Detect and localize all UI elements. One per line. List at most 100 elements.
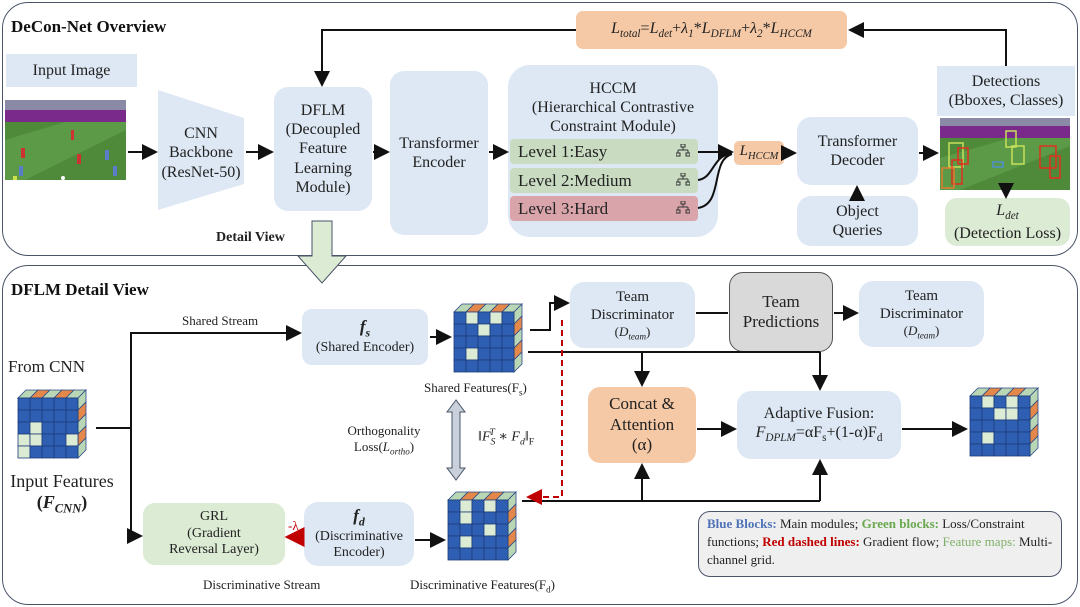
cube-front-cell (495, 523, 509, 537)
cube-front-cell (465, 347, 479, 361)
concat-line1: Concat & (609, 394, 675, 414)
l-det-caption: (Detection Loss) (953, 224, 1062, 242)
detection-loss: Ldet (Detection Loss) (945, 198, 1070, 246)
discriminative-features-label: Discriminative Features(Fd) (410, 577, 555, 595)
cube-front-cell (1017, 407, 1031, 421)
from-cnn-label: From CNN (8, 357, 85, 376)
input-features-label: Input Features (FCNN) (2, 471, 122, 517)
l-hccm-node: LHCCM (734, 141, 784, 165)
l-hccm-text: LHCCM (739, 143, 779, 163)
ortho-formula: ‖FST ∗ Fd‖F (478, 427, 535, 448)
cube-front-cell (453, 311, 467, 325)
hierarchy-icon (675, 171, 691, 191)
cube-front-cell (477, 311, 491, 325)
tp-line1: Team (762, 291, 800, 311)
f-cnn-symbol: (FCNN) (36, 492, 88, 516)
cube-front-cell (1005, 419, 1019, 433)
cube-front-cell (453, 359, 467, 373)
fusion-line1: Adaptive Fusion: (763, 405, 875, 423)
cube-front-cell (477, 335, 491, 349)
total-loss-text: Ltotal=Ldet+λ1*LDFLM+λ2*LHCCM (611, 19, 812, 40)
legend-red-text: Gradient flow; (859, 534, 943, 550)
cube-front-cell (489, 323, 503, 337)
discriminative-stream-label: Discriminative Stream (203, 577, 321, 592)
cube-front-cell (483, 523, 497, 537)
transformer-decoder: Transformer Decoder (797, 117, 918, 185)
cube-front-cell (41, 421, 55, 435)
cube-front-cell (459, 535, 473, 549)
cube-front-cell (453, 335, 467, 349)
cube-front-cell (41, 409, 55, 423)
cube-front-cell (993, 407, 1007, 421)
td1-line2: Discriminator (590, 306, 675, 323)
team-predictions: Team Predictions (729, 272, 833, 352)
cube-front-cell (465, 335, 479, 349)
shared-features-cube (453, 303, 523, 373)
detections-line2: (Bboxes, Classes) (948, 92, 1064, 109)
cube-front-cell (981, 395, 995, 409)
grl-line3: Reversal Layer) (169, 542, 259, 558)
cube-front-cell (483, 499, 497, 513)
cube-front-cell (993, 443, 1007, 457)
cube-front-cell (501, 347, 515, 361)
cube-front-cell (501, 311, 515, 325)
hccm-line2: (Hierarchical Contrastive (531, 99, 695, 117)
legend-feature-text: Multi-channel grid. (707, 534, 1053, 568)
encoder-line2: Encoder (412, 154, 466, 171)
input-features-cube (17, 389, 87, 459)
cube-front-cell (1017, 395, 1031, 409)
shared-stream-label: Shared Stream (182, 313, 259, 328)
cube-front-cell (993, 419, 1007, 433)
cube-front-cell (969, 443, 983, 457)
cube-front-cell (65, 421, 79, 435)
total-loss-formula: Ltotal=Ldet+λ1*LDFLM+λ2*LHCCM (576, 11, 847, 49)
cube-front-cell (29, 433, 43, 447)
hccm-line1: HCCM (589, 80, 637, 97)
cube-front-cell (447, 535, 461, 549)
cube-front-cell (495, 511, 509, 525)
cube-front-cell (41, 445, 55, 459)
cube-front-cell (1017, 419, 1031, 433)
cube-front-cell (1017, 443, 1031, 457)
cube-front-cell (65, 409, 79, 423)
cube-front-cell (471, 499, 485, 513)
dflm-line5: Module) (295, 178, 351, 196)
object-queries: Object Queries (797, 196, 918, 246)
dflm-block[interactable]: DFLM (Decoupled Feature Learning Module) (274, 87, 372, 211)
cube-front-cell (471, 547, 485, 561)
neg-lambda-label: -λ (288, 518, 299, 533)
cube-front-cell (477, 359, 491, 373)
cube-front-cell (65, 445, 79, 459)
cube-front-cell (53, 433, 67, 447)
cube-front-cell (453, 323, 467, 337)
cube-front-cell (29, 397, 43, 411)
cube-front-cell (447, 547, 461, 561)
cube-front-cell (993, 431, 1007, 445)
concat-line2: Attention (609, 414, 675, 434)
cube-front-cell (483, 511, 497, 525)
level-easy-label: Level 1:Easy (518, 141, 608, 161)
grl-line1: GRL (200, 508, 228, 524)
hierarchy-icon (675, 142, 691, 162)
tp-line2: Predictions (742, 312, 820, 331)
legend-box: Blue Blocks: Main modules; Green blocks:… (698, 511, 1062, 577)
cube-front-cell (29, 421, 43, 435)
cube-front-cell (17, 445, 31, 459)
cube-front-cell (17, 421, 31, 435)
shared-encoder-caption: (Shared Encoder) (315, 339, 415, 355)
detail-view-label: Detail View (216, 230, 285, 245)
input-features-line1: Input Features (10, 471, 114, 491)
legend-feature-key: Feature maps: (942, 534, 1016, 550)
legend-green-key: Green blocks: (861, 516, 939, 531)
cube-front-cell (495, 535, 509, 549)
cube-front-cell (41, 397, 55, 411)
legend-blue-key: Blue Blocks: (707, 516, 777, 531)
cube-front-cell (1017, 431, 1031, 445)
fs-symbol: fs (359, 317, 371, 340)
hccm-line3: Constraint Module) (550, 118, 676, 136)
cnn-backbone: CNN Backbone (ResNet-50) (158, 120, 244, 186)
level-medium-label: Level 2:Medium (518, 170, 632, 190)
cube-front-cell (17, 433, 31, 447)
team-discriminator-1: Team Discriminator (Dteam) (570, 282, 695, 348)
cube-front-cell (53, 397, 67, 411)
